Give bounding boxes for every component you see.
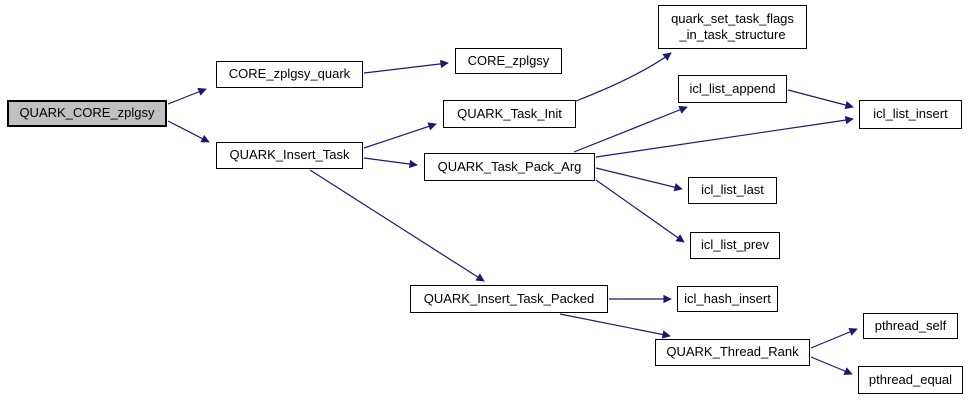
node-quark-insert-task-packed[interactable]: QUARK_Insert_Task_Packed bbox=[410, 285, 608, 313]
node-icl-list-insert[interactable]: icl_list_insert bbox=[859, 100, 962, 129]
node-quark-set-task-flags-in-task-structure[interactable]: quark_set_task_flags _in_task_structure bbox=[658, 5, 807, 49]
node-label-line1: quark_set_task_flags bbox=[671, 10, 794, 26]
node-quark-thread-rank[interactable]: QUARK_Thread_Rank bbox=[655, 339, 810, 366]
node-label-line2: _in_task_structure bbox=[679, 27, 786, 42]
node-icl-hash-insert[interactable]: icl_hash_insert bbox=[677, 286, 778, 312]
node-quark-task-init[interactable]: QUARK_Task_Init bbox=[443, 100, 576, 128]
node-quark-task-pack-arg[interactable]: QUARK_Task_Pack_Arg bbox=[424, 153, 595, 181]
node-quark-core-zplgsy[interactable]: QUARK_CORE_zplgsy bbox=[7, 100, 167, 127]
node-icl-list-last[interactable]: icl_list_last bbox=[688, 177, 777, 204]
node-quark-insert-task[interactable]: QUARK_Insert_Task bbox=[216, 142, 363, 169]
node-icl-list-append[interactable]: icl_list_append bbox=[678, 75, 787, 103]
node-pthread-equal[interactable]: pthread_equal bbox=[858, 366, 963, 394]
node-core-zplgsy[interactable]: CORE_zplgsy bbox=[455, 48, 562, 74]
node-pthread-self[interactable]: pthread_self bbox=[863, 313, 958, 339]
node-core-zplgsy-quark[interactable]: CORE_zplgsy_quark bbox=[216, 61, 363, 88]
node-icl-list-prev[interactable]: icl_list_prev bbox=[690, 232, 780, 259]
